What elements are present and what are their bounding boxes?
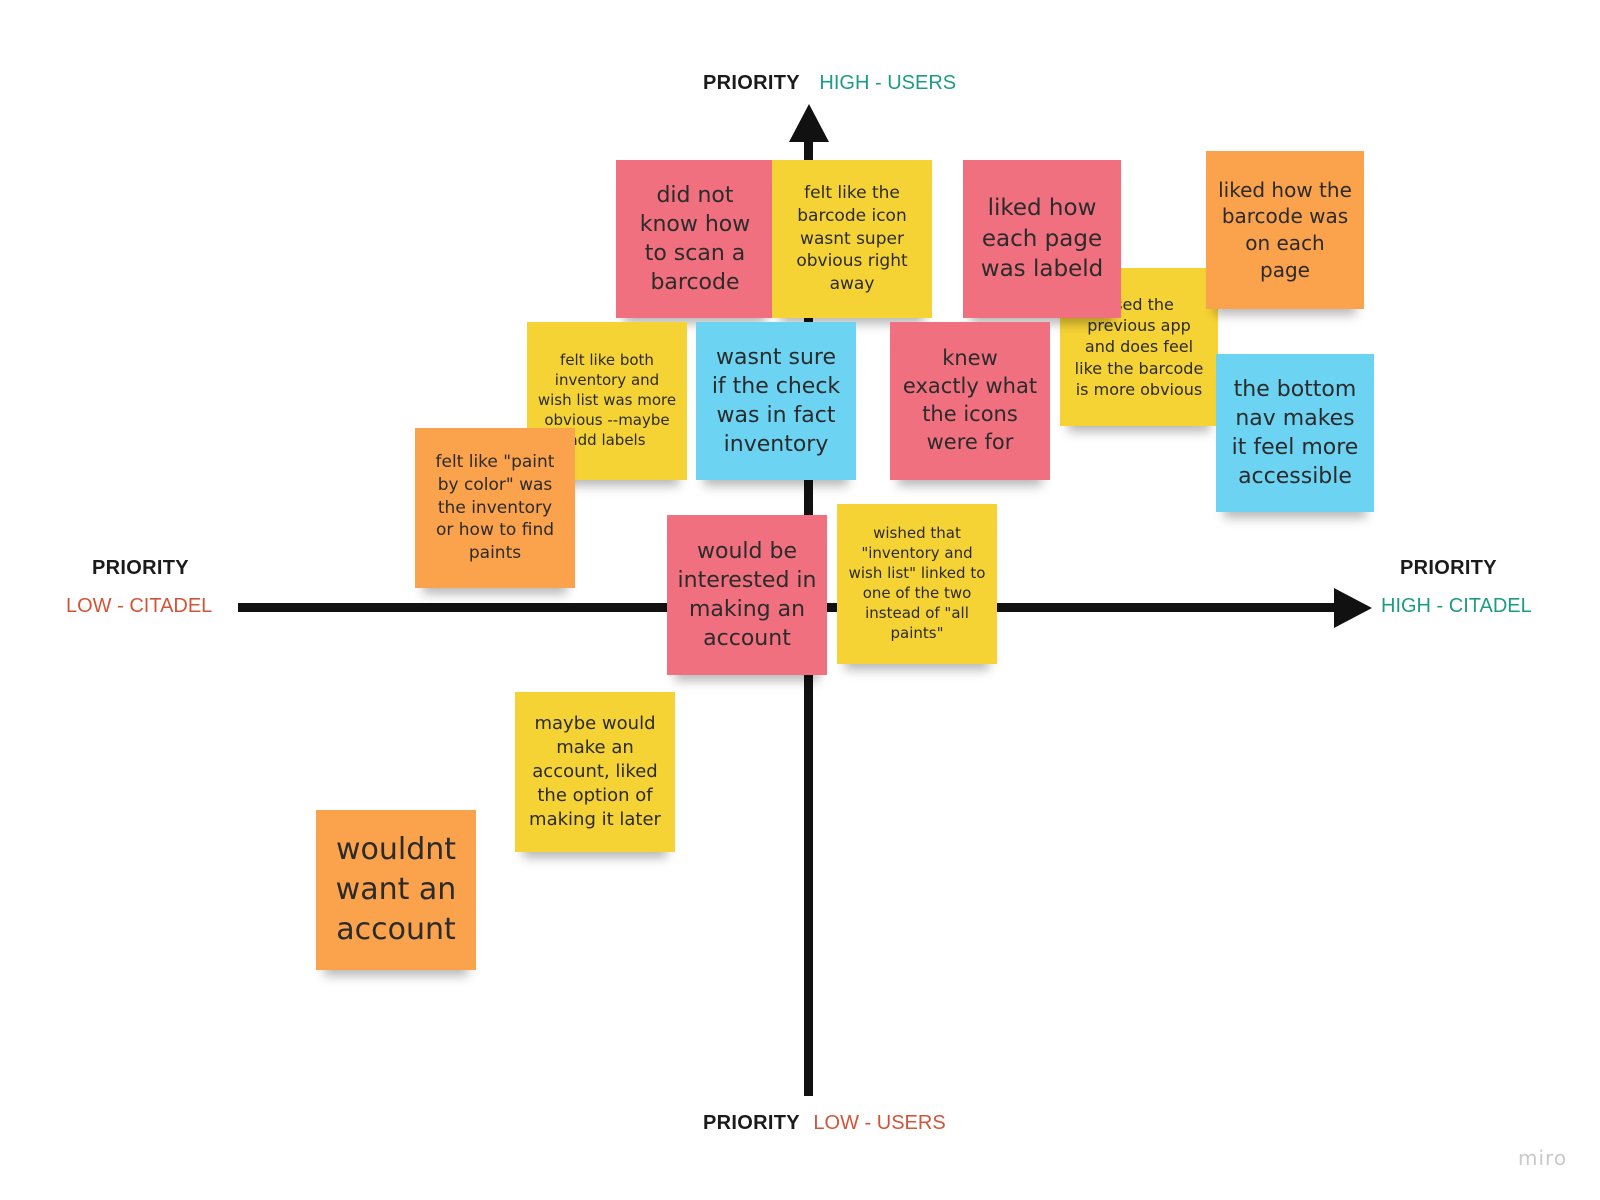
- axis-left-priority: PRIORITY: [92, 557, 189, 579]
- sticky-note-maybe-account[interactable]: maybe would make an account, liked the o…: [515, 692, 675, 852]
- axis-label-top: PRIORITY HIGH - USERS: [703, 72, 956, 95]
- sticky-note-scan-barcode[interactable]: did not know how to scan a barcode: [616, 160, 774, 318]
- sticky-note-page-labeled[interactable]: liked how each page was labeld: [963, 160, 1121, 318]
- arrow-right-icon: [1334, 588, 1372, 628]
- axis-right-value: HIGH - CITADEL: [1381, 595, 1532, 617]
- sticky-note-barcode-icon[interactable]: felt like the barcode icon wasnt super o…: [772, 160, 932, 318]
- sticky-note-no-account[interactable]: wouldnt want an account: [316, 810, 476, 970]
- sticky-note-barcode-each-page[interactable]: liked how the barcode was on each page: [1206, 151, 1364, 309]
- arrow-up-icon: [789, 104, 829, 142]
- sticky-note-make-account[interactable]: would be interested in making an account: [667, 515, 827, 675]
- axis-right-priority: PRIORITY: [1400, 557, 1497, 579]
- sticky-note-check-inventory[interactable]: wasnt sure if the check was in fact inve…: [696, 322, 856, 480]
- axis-label-bottom: PRIORITY LOW - USERS: [703, 1112, 946, 1135]
- miro-logo: miro: [1518, 1146, 1568, 1170]
- axis-left-value: LOW - CITADEL: [66, 595, 213, 617]
- sticky-note-linked-list[interactable]: wished that "inventory and wish list" li…: [837, 504, 997, 664]
- axis-bottom-priority: PRIORITY: [703, 1112, 800, 1134]
- sticky-note-knew-icons[interactable]: knew exactly what the icons were for: [890, 322, 1050, 480]
- sticky-note-bottom-nav[interactable]: the bottom nav makes it feel more access…: [1216, 354, 1374, 512]
- sticky-note-paint-by-color[interactable]: felt like "paint by color" was the inven…: [415, 428, 575, 588]
- axis-bottom-value: LOW - USERS: [813, 1112, 946, 1134]
- axis-top-value: HIGH - USERS: [819, 72, 957, 94]
- axis-top-priority: PRIORITY: [703, 72, 800, 94]
